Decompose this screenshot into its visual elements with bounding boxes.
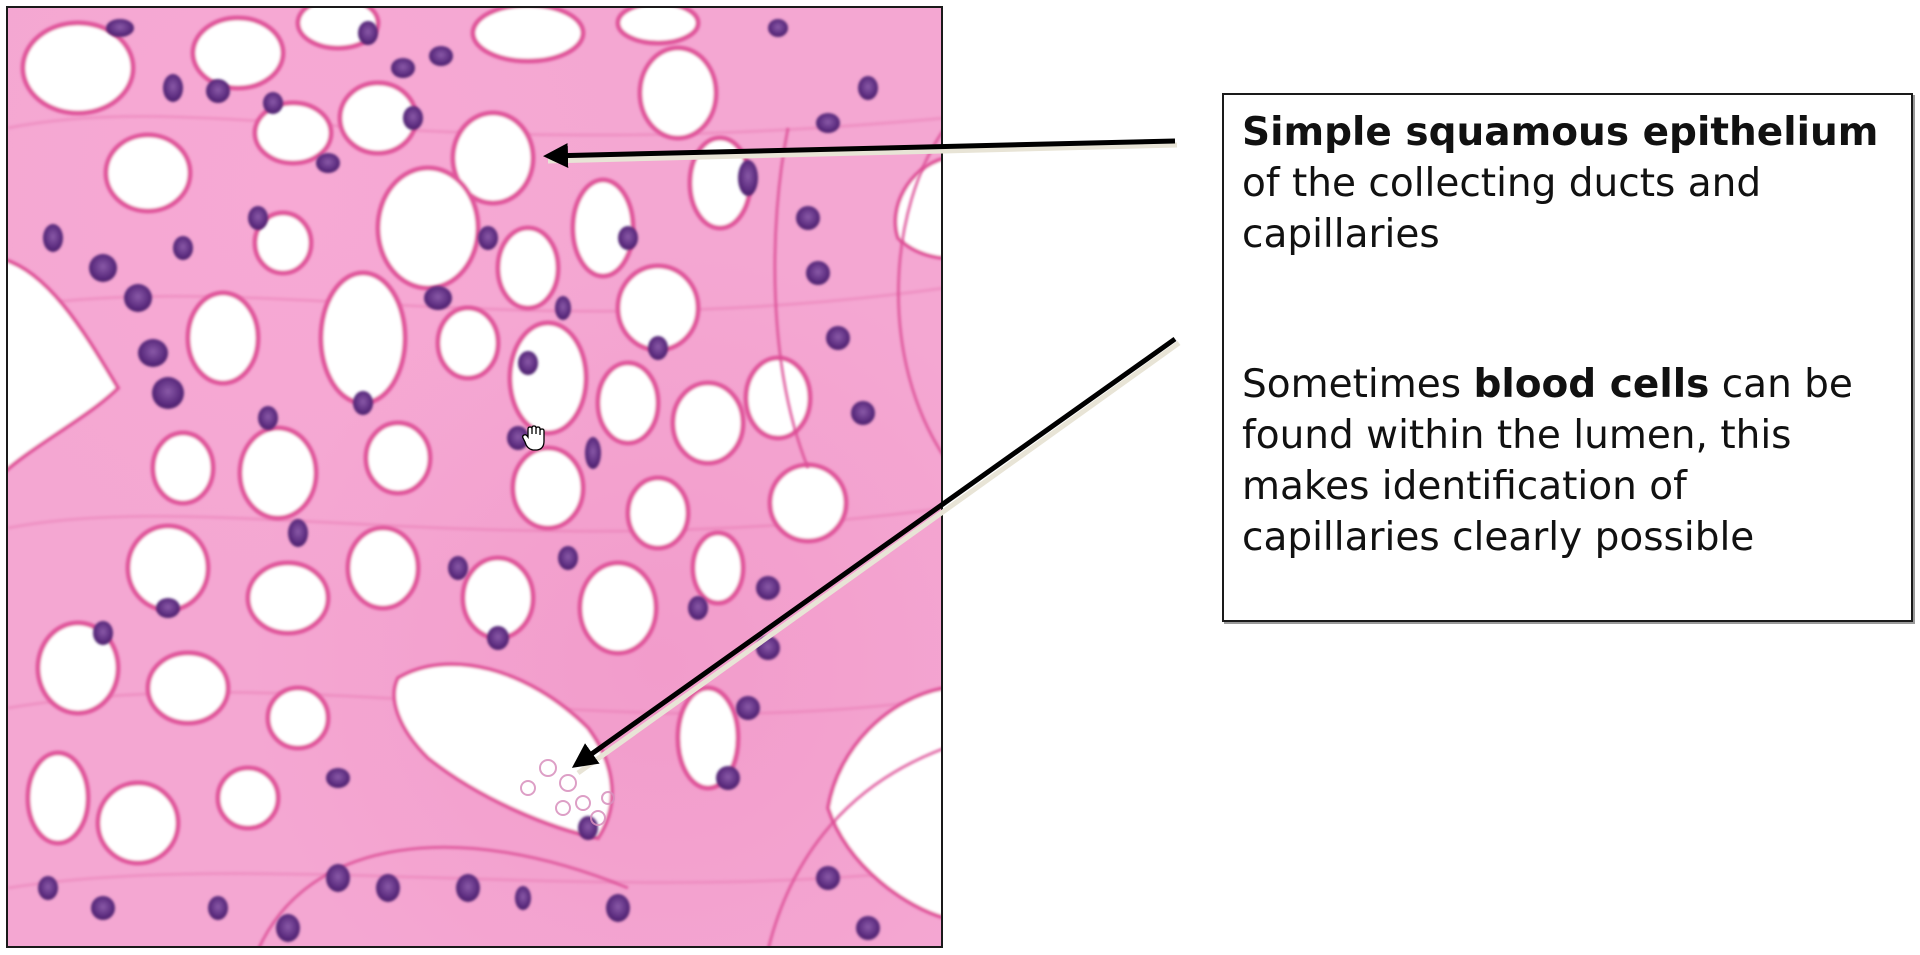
tissue-illustration bbox=[8, 8, 941, 946]
text-suffix: can be found within the lumen, this make… bbox=[1242, 362, 1853, 560]
histology-micrograph bbox=[6, 6, 943, 948]
annotation-paragraph-blood-cells: Sometimes blood cells can be found withi… bbox=[1242, 359, 1891, 563]
annotation-text-box: Simple squamous epithelium of the collec… bbox=[1222, 93, 1913, 622]
term-simple-squamous-epithelium: Simple squamous epithelium bbox=[1242, 110, 1879, 155]
annotation-paragraph-squamous: Simple squamous epithelium of the collec… bbox=[1242, 107, 1891, 260]
text-prefix: Sometimes bbox=[1242, 362, 1474, 407]
term-blood-cells: blood cells bbox=[1473, 362, 1710, 407]
hand-pointer-icon bbox=[522, 425, 545, 451]
description-collecting-ducts: of the collecting ducts and capillaries bbox=[1242, 161, 1762, 257]
